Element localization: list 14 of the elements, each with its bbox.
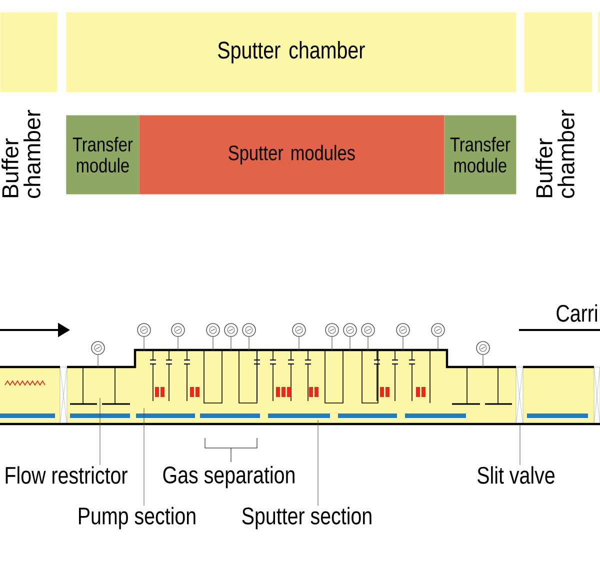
text-label: Gas separation [163,466,294,488]
chamber-band [524,12,592,92]
module-box: Transfer module [66,115,140,194]
part-label: Pump section [79,506,196,530]
module-box: Transfer module [444,115,516,194]
module-box: Sputter modules [139,115,444,194]
chamber-band [0,12,58,92]
part-label: Sputter section [242,506,372,530]
part-label: Slit valve [478,466,554,484]
rotated-label: Buffer chamber [2,110,40,198]
part-label: Flow restrictor [6,466,128,484]
text-label: Carri [556,304,597,322]
chamber-band: Sputter chamber [66,12,516,92]
rotated-label: Buffer chamber [536,110,574,198]
